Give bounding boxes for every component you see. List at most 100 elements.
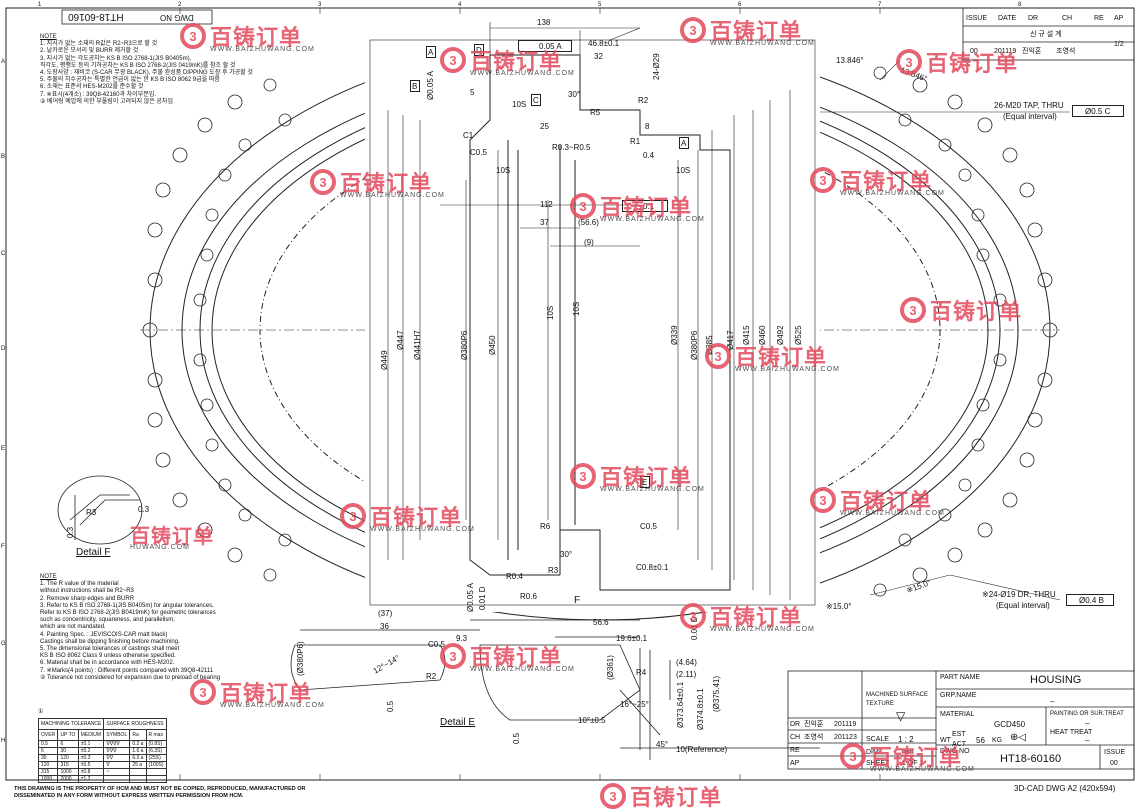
dim-0-5: 0.5 (386, 700, 395, 712)
dim-56-6b: 56.6 (593, 618, 609, 627)
dim-d441: Ø441H7 (413, 330, 422, 360)
rev-issue: ISSUE (966, 15, 988, 22)
tol-cell: (100S) (145, 761, 167, 769)
tol-cell: 120 (57, 754, 79, 762)
watermark-brand: 百铸订单 (930, 300, 1023, 325)
dim-9: (9) (584, 238, 594, 247)
watermark-logo-icon: 3 (440, 643, 466, 669)
grid-row-b: B (1, 154, 6, 160)
dim-c0-5: C0.5 (470, 148, 487, 157)
dim-25: 25 (540, 122, 549, 131)
tolerance-table: MACHINING TOLERANCE SURFACE ROUGHNESS OV… (37, 718, 167, 783)
tol-cell: ±0.8 (77, 768, 105, 776)
watermark: 3 百铸订单 WWW.BAIZHUWANG.COM (570, 460, 704, 493)
tb-grp-name-label: GRP.NAME (940, 692, 977, 699)
dim-r0-6: R0.6 (520, 592, 537, 601)
tol-cell: ±0.3 (77, 754, 105, 762)
datum-b: B (410, 80, 420, 92)
tb-heat: – (1085, 736, 1090, 745)
en-line: 7. ※Marks(4 points) : Different points c… (40, 667, 214, 674)
datum-a2-label: A (681, 139, 687, 148)
watermark-url: WWW.BAIZHUWANG.COM (710, 40, 815, 47)
tol-cell: 0.5 (37, 740, 59, 748)
gdt-value-3: 0.1 (643, 202, 655, 211)
datum-c: C (531, 94, 541, 106)
kn-line: 7. ※표시(4개소) : 39Q8-42160과 차이부분임. (40, 91, 156, 98)
watermark: 3 百铸订单 WWW.BAIZHUWANG.COM (440, 640, 574, 673)
tb-part-name: HOUSING (1030, 674, 1082, 686)
dim-r3: R3 (548, 566, 559, 575)
tb-dr-date: 201119 (834, 721, 857, 728)
english-notes-title: NOTE (40, 574, 57, 580)
watermark: 3 百铸订单 (600, 780, 722, 812)
tol-sub: Ra (129, 729, 147, 741)
tol-cell: 30 (57, 747, 79, 755)
dim-r2: R2 (638, 96, 649, 105)
tol-cell: 315 (37, 768, 59, 776)
dim-37b: (37) (378, 609, 393, 618)
watermark-logo-icon: 3 (680, 603, 706, 629)
en-line: 6. Material shall be in accordance with … (40, 660, 175, 667)
watermark: 3 百铸订单 (896, 46, 1018, 78)
en-line: KS B ISO 8062 Class 9 unless otherwise s… (40, 653, 176, 660)
dim-13-846a: 13.846° (836, 56, 864, 65)
watermark-brand: 百铸订单 (840, 170, 933, 195)
en-line: which are not mandated. (40, 624, 106, 631)
watermark-brand: 百铸订单 (130, 524, 214, 548)
tb-wt: 56 (976, 736, 985, 745)
dim-r4: R4 (636, 668, 647, 677)
dim-24-29: 24-Ø29 (652, 53, 661, 80)
grid-col-7: 7 (878, 2, 882, 8)
watermark: 3 百铸订单 (900, 294, 1022, 326)
dim-d447: Ø447 (396, 330, 405, 350)
watermark: 百铸订单 HUWANG.COM (130, 520, 214, 551)
tol-cell: 2000 (57, 775, 79, 783)
dim-10s-c: 10S (676, 166, 691, 175)
watermark-logo-icon: 3 (600, 783, 626, 809)
tol-header: SURFACE ROUGHNESS (103, 718, 167, 730)
dim-10-5: 10°±0.5 (578, 716, 606, 725)
dim-37: 37 (540, 218, 549, 227)
datum-b-label: B (412, 82, 418, 91)
tap-tolerance-frame: Ø0.5 C (1072, 105, 1124, 117)
tol-sub: R max (145, 729, 167, 741)
watermark-url: WWW.BAIZHUWANG.COM (840, 510, 945, 517)
watermark-logo-icon: 3 (810, 167, 836, 193)
rev-dr: DR (1028, 15, 1039, 22)
tb-sheet-label: SHEET (866, 760, 890, 767)
tol-cell (103, 775, 131, 783)
watermark-brand: 百铸订单 (470, 646, 563, 671)
rev-row-title: 신 규 설 계 (1030, 31, 1062, 38)
tol-cell: 1000 (57, 768, 79, 776)
dim-10ref: 10(Reference) (676, 745, 728, 754)
dim-9-3: 9.3 (456, 634, 468, 643)
dim-d450: Ø450 (488, 335, 497, 355)
watermark: 3 百铸订单 WWW.BAIZHUWANG.COM (705, 340, 839, 373)
dim-15b: ※15.0° (826, 602, 852, 611)
datum-a: A (426, 46, 436, 58)
tb-dim: mm (902, 749, 914, 756)
tol-cell (145, 768, 167, 776)
tol-cell: ∇∇∇∇ (103, 740, 131, 748)
tb-ch-name: 조영석 (804, 734, 824, 741)
dim-5: 5 (470, 88, 475, 97)
watermark-logo-icon: 3 (705, 343, 731, 369)
watermark-url: WWW.BAIZHUWANG.COM (870, 766, 975, 773)
watermark-url: HUWANG.COM (130, 544, 190, 551)
tb-machined-label: MACHINED SURFACE TEXTURE (866, 692, 929, 707)
tol-cell: 30 (37, 754, 59, 762)
dim-32: 32 (594, 52, 603, 61)
watermark-url: WWW.BAIZHUWANG.COM (210, 46, 315, 53)
bolt-holes (142, 66, 1058, 597)
kn-line: 1. 지시가 없는 소재의 R값은 R2~R3으로 할 것 (40, 41, 158, 48)
en-line: Castings shall be dipping finishing befo… (40, 638, 180, 645)
rev-ap: AP (1114, 15, 1124, 22)
tol-cell: ∇ (103, 761, 131, 769)
dim-138: 138 (537, 18, 551, 27)
en-line: such as concentricity, squareness, and p… (40, 617, 175, 624)
gdt-value-5: 0.01 D (478, 586, 487, 610)
watermark-brand: 百铸订单 (735, 346, 828, 371)
dim-4-64: (4.64) (676, 658, 697, 667)
tb-material-label: MATERIAL (940, 711, 975, 718)
dim-0-4: 0.4 (643, 151, 655, 160)
